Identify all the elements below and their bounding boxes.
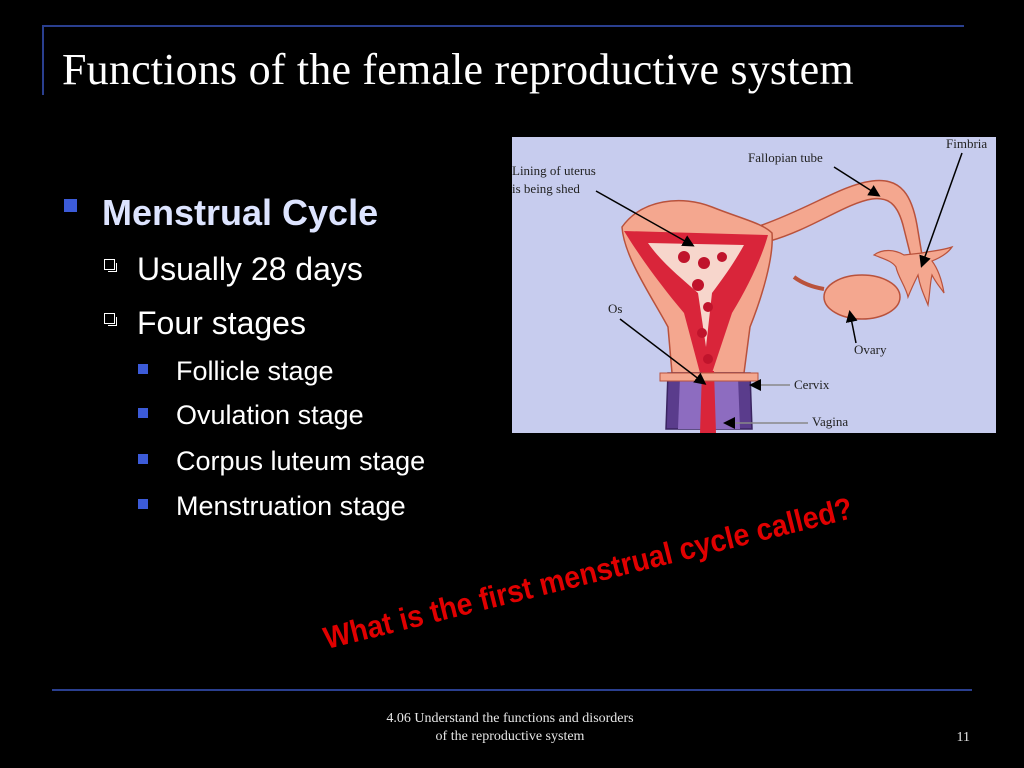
- pointer-fimbria: [919, 152, 963, 268]
- label-ovary: Ovary: [854, 342, 887, 357]
- menstrual-flow: [700, 371, 716, 433]
- cervix-shape: [659, 372, 759, 382]
- pointer-os: [619, 318, 707, 385]
- bullet-ovulation-stage: Ovulation stage: [176, 400, 364, 430]
- bullet-corpus-luteum-stage: Corpus luteum stage: [176, 446, 426, 476]
- bullet-follicle-stage: Follicle stage: [176, 356, 334, 386]
- hollow-square-icon: [104, 313, 117, 326]
- drop-mark: [703, 302, 713, 312]
- bullet-menstruation-stage: Menstruation stage: [176, 491, 406, 521]
- label-vagina: Vagina: [812, 414, 848, 429]
- footer-line-1: 4.06 Understand the functions and disord…: [386, 711, 634, 726]
- label-lining: Lining of uterus: [512, 163, 596, 178]
- uterine-lining: [624, 231, 768, 373]
- bullet-usually-28-days: Usually 28 days: [137, 251, 363, 287]
- label-cervix: Cervix: [794, 377, 830, 392]
- footer-text: 4.06 Understand the functions and disord…: [340, 710, 680, 746]
- drop-mark: [697, 328, 707, 338]
- bullet-four-stages: Four stages: [137, 305, 306, 341]
- title-accent-bar: [42, 25, 44, 95]
- bullet-square-icon: [64, 199, 77, 212]
- footer-line-2: of the reproductive system: [435, 729, 585, 744]
- uterus-diagram-svg: Lining of uterus is being shed Fallopian…: [512, 136, 987, 433]
- label-fallopian-tube: Fallopian tube: [748, 150, 823, 165]
- label-lining-2: is being shed: [512, 181, 580, 196]
- drop-mark: [678, 251, 690, 263]
- label-os: Os: [608, 301, 622, 316]
- top-divider: [42, 25, 964, 27]
- fallopian-tube-shape: [760, 179, 923, 263]
- drop-mark: [692, 279, 704, 291]
- ovarian-ligament: [792, 275, 825, 291]
- bullet-square-icon: [138, 408, 148, 418]
- bottom-divider: [52, 689, 972, 691]
- slide-title: Functions of the female reproductive sys…: [62, 45, 854, 94]
- uterus-diagram: Lining of uterus is being shed Fallopian…: [512, 136, 996, 433]
- pointer-ovary: [845, 310, 858, 344]
- ovary-shape: [823, 274, 901, 320]
- drop-mark: [717, 252, 727, 262]
- pointer-fallopian: [833, 166, 881, 197]
- bullet-square-icon: [138, 364, 148, 374]
- fimbria-shape: [872, 245, 954, 308]
- pointer-lining: [595, 190, 695, 247]
- hollow-square-icon: [104, 259, 117, 272]
- drop-mark: [703, 354, 713, 364]
- uterine-cavity: [648, 243, 744, 347]
- page-number: 11: [956, 730, 970, 745]
- bullet-menstrual-cycle: Menstrual Cycle: [102, 192, 379, 233]
- bullet-square-icon: [138, 454, 148, 464]
- bullet-square-icon: [138, 499, 148, 509]
- label-fimbria: Fimbria: [946, 137, 987, 151]
- drop-mark: [698, 257, 710, 269]
